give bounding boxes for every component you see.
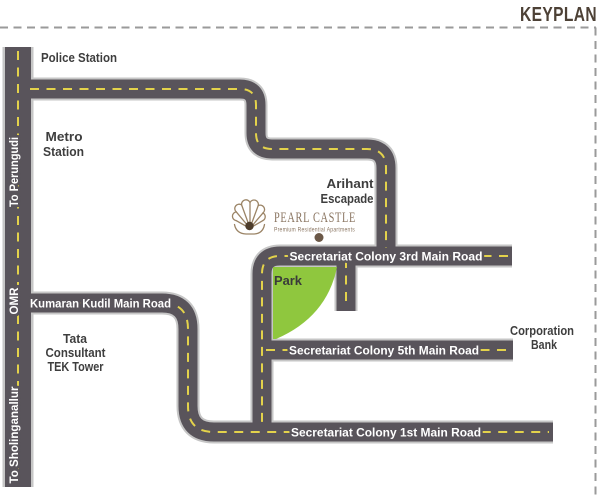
arihant-escapade-label-line2: Escapade — [321, 192, 374, 206]
park-label: Park — [274, 273, 303, 288]
page-title: KEYPLAN — [520, 4, 597, 26]
omr-label: OMR — [7, 287, 21, 314]
tata-tek-tower-label-line1: Tata — [63, 332, 88, 346]
third-main-road-label: Secretariat Colony 3rd Main Road — [290, 250, 483, 264]
site-marker-dot — [314, 233, 324, 242]
landmark-labels: Police Station Metro Station Arihant Esc… — [41, 51, 574, 374]
police-road-lane-dash — [30, 88, 387, 248]
to-sholinganallur-label: To Sholinganallur — [7, 386, 21, 483]
brand-name: PEARL CASTLE — [274, 210, 356, 226]
fifth-main-road-label: Secretariat Colony 5th Main Road — [289, 344, 479, 358]
corporation-bank-label-line2: Bank — [531, 338, 557, 352]
lane-dashes — [17, 51, 549, 483]
shell-scalloped-edge — [231, 199, 266, 222]
pearl — [245, 221, 254, 231]
shell-bottom-valve — [233, 223, 266, 235]
corporation-bank-label-line1: Corporation — [510, 324, 574, 338]
metro-station-label-line2: Station — [43, 145, 84, 159]
first-main-road-lane-dash — [30, 302, 549, 433]
pearl-castle-logo: PEARL CASTLE Premium Residential Apartme… — [231, 199, 356, 242]
to-perungudi-label: To Perungudi — [7, 137, 21, 207]
third-main-road — [252, 246, 512, 432]
tata-tek-tower-label-line3: TEK Tower — [48, 360, 104, 374]
shell-icon — [231, 199, 266, 235]
shell-ridges — [235, 201, 264, 228]
metro-station-label-line1: Metro — [46, 130, 83, 144]
tata-tek-tower-label-line2: Consultant — [46, 346, 107, 360]
map-border — [0, 26, 597, 495]
arihant-escapade-label-line1: Arihant — [327, 177, 375, 191]
park-area — [273, 267, 337, 339]
police-station-label: Police Station — [41, 51, 117, 65]
brand-tagline: Premium Residential Apartments — [274, 228, 355, 234]
kumaran-kudil-road-label: Kumaran Kudil Main Road — [30, 297, 171, 311]
first-main-road-label: Secretariat Colony 1st Main Road — [291, 426, 481, 440]
road-labels: Secretariat Colony 3rd Main Road Secreta… — [4, 134, 485, 487]
